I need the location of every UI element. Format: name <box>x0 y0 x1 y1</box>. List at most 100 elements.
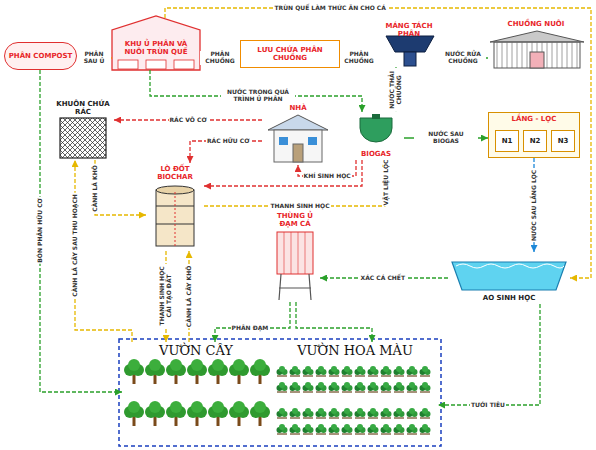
node-label: BIOGAS <box>361 150 391 158</box>
crop-symbol <box>342 408 353 418</box>
node-label: LƯU CHỨA PHÂN CHUỒNG <box>243 46 337 62</box>
biogas-tank <box>360 114 392 142</box>
crop-symbol <box>355 408 366 418</box>
crop-symbol <box>290 366 301 376</box>
fish-tank-node: THÙNG Ủ ĐẠM CÁ <box>270 210 320 302</box>
fish-tank <box>277 232 313 300</box>
crop-symbol <box>381 366 392 376</box>
tree-symbol <box>166 359 186 384</box>
flow-arrow <box>296 302 372 342</box>
compost-box: PHÂN COMPOST <box>4 42 77 70</box>
node-label: LÒ ĐỐT BIOCHAR <box>148 165 202 181</box>
flow-label: NƯỚC SAU BIOGAS <box>414 131 478 145</box>
flow-label: TƯỚI TIÊU <box>470 402 506 409</box>
crop-symbol <box>355 424 366 434</box>
crop-symbol <box>303 424 314 434</box>
crop-symbol <box>329 366 340 376</box>
crop-symbol <box>277 408 288 418</box>
node-label: PHÂN COMPOST <box>9 52 73 60</box>
pond-node: AO SINH HỌC <box>448 252 570 304</box>
crop-symbol <box>329 408 340 418</box>
node-label: N1 <box>502 137 513 145</box>
flow-label: XÁC CÁ CHẾT <box>360 275 407 282</box>
crop-symbol <box>290 424 301 434</box>
crop-symbol <box>407 424 418 434</box>
crop-symbol <box>381 382 392 392</box>
crop-symbol <box>316 382 327 392</box>
plants <box>124 359 431 434</box>
crop-symbol <box>316 366 327 376</box>
crop-symbol <box>355 382 366 392</box>
flow-label: NƯỚC TRONG QUÁ TRÌNH Ủ PHÂN <box>221 89 295 103</box>
crop-symbol <box>368 382 379 392</box>
garden-frame <box>119 339 441 446</box>
crop-symbol <box>303 408 314 418</box>
crop-symbol <box>277 366 288 376</box>
flow-label: NƯỚC RỬA CHUỒNG <box>440 51 486 65</box>
tree-symbol <box>229 359 249 384</box>
flow-label: RÁC VÔ CƠ <box>169 117 208 124</box>
tree-symbol <box>187 401 207 426</box>
crop-symbol <box>394 424 405 434</box>
tree-symbol <box>124 401 144 426</box>
flow-arrow <box>150 70 362 112</box>
settling-box: LẮNG - LỌCN1N2N3 <box>488 112 580 158</box>
tree-symbol <box>145 359 165 384</box>
crop-symbol <box>394 382 405 392</box>
flow-label: CÀNH LÁ CÂY KHÔ <box>186 264 193 327</box>
crop-symbol <box>407 408 418 418</box>
flow-label: NƯỚC THẢI CHUỒNG <box>389 68 403 112</box>
tree-symbol <box>124 359 144 384</box>
waste-bin <box>60 118 106 158</box>
crop-symbol <box>368 424 379 434</box>
separator-node: MÁNG TÁCH PHÂN <box>378 20 440 67</box>
barn-node: CHUỒNG NUÔI <box>488 18 584 70</box>
crop-symbol <box>303 366 314 376</box>
crop-symbol <box>420 408 431 418</box>
node-label: N2 <box>530 137 541 145</box>
flow-arrow <box>204 160 385 206</box>
crop-symbol <box>381 424 392 434</box>
node-label: VƯỜN HOA MÀU <box>297 344 413 359</box>
crop-symbol <box>277 424 288 434</box>
flow-label: PHÂN CHUỒNG <box>200 51 240 65</box>
biochar-kiln <box>156 186 194 246</box>
flow-label: THANH SINH HỌC <box>270 203 331 210</box>
crop-symbol <box>316 408 327 418</box>
node-label: AO SINH HỌC <box>483 294 536 302</box>
pond <box>452 262 566 290</box>
compost-area: KHU Ủ PHÂN VÀ NUÔI TRÙN QUẾ <box>112 18 200 70</box>
tank-cell: N1 <box>495 130 519 152</box>
node-label: KHUÔN CHỨA RÁC <box>54 100 112 116</box>
flow-arrow <box>204 160 362 186</box>
tree-symbol <box>145 401 165 426</box>
flow-arrow <box>75 160 132 342</box>
tree-symbol <box>208 359 228 384</box>
flow-arrow <box>215 302 290 342</box>
crop-symbol <box>329 382 340 392</box>
flow-label: PHÂN SAU Ủ <box>77 51 111 65</box>
crop-symbol <box>394 366 405 376</box>
flow-arrow <box>40 70 122 392</box>
crop-symbol <box>368 408 379 418</box>
note-label: VẬT LIỆU LỌC <box>383 158 390 206</box>
node-label: KHU Ủ PHÂN VÀ NUÔI TRÙN QUẾ <box>114 40 198 56</box>
flow-label: KHÍ SINH HỌC <box>303 173 352 180</box>
barn <box>490 31 584 68</box>
tank-cell: N2 <box>523 130 547 152</box>
house <box>268 115 328 162</box>
storage-box: LƯU CHỨA PHÂN CHUỒNG <box>240 40 340 68</box>
flow-arrow <box>95 160 146 215</box>
node-label: NHÀ <box>289 104 306 112</box>
tree-symbol <box>250 359 270 384</box>
tree-symbol <box>166 401 186 426</box>
house-node: NHÀ <box>262 102 334 165</box>
crop-symbol <box>290 382 301 392</box>
crop-symbol <box>407 382 418 392</box>
manure-separator <box>386 36 434 66</box>
tree-symbol <box>187 359 207 384</box>
crop-symbol <box>342 382 353 392</box>
node-label: N3 <box>558 137 569 145</box>
